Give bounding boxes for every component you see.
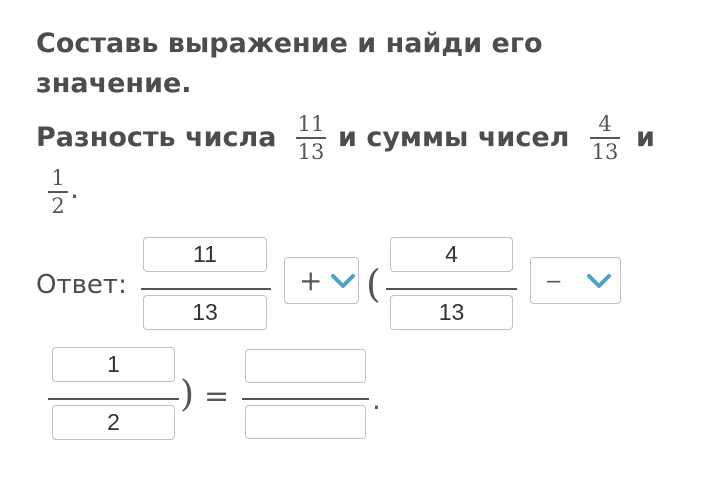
fraction-3-denominator-input[interactable]: 2 bbox=[52, 405, 175, 440]
fraction-2-denominator-input[interactable]: 13 bbox=[390, 295, 513, 330]
task-fraction-1-numerator: 11 bbox=[297, 112, 325, 136]
task-fraction-1-denominator: 13 bbox=[297, 140, 325, 164]
task-text-part2: и суммы чисел bbox=[338, 122, 570, 153]
answer-label: Ответ: bbox=[36, 270, 127, 300]
chevron-down-icon bbox=[331, 274, 355, 288]
result-denominator-input[interactable] bbox=[245, 405, 366, 439]
fraction-2-bar bbox=[386, 288, 517, 290]
task-text-part1: Разность числа bbox=[36, 122, 277, 153]
fraction-1-numerator-input[interactable]: 11 bbox=[143, 237, 267, 272]
task-fraction-2: 4 13 bbox=[590, 112, 620, 164]
task-fraction-1: 11 13 bbox=[296, 112, 326, 164]
task-fraction-3-denominator: 2 bbox=[51, 194, 65, 218]
close-parenthesis: ) bbox=[180, 374, 195, 415]
task-fraction-2-numerator: 4 bbox=[598, 112, 612, 136]
fraction-3-numerator-input[interactable]: 1 bbox=[52, 347, 175, 382]
operator-1-value: + bbox=[299, 264, 323, 297]
exercise-title: Составь выражение и найди его значение. bbox=[36, 28, 543, 99]
task-fraction-3-numerator: 1 bbox=[51, 166, 65, 190]
equals-sign: = bbox=[204, 379, 230, 414]
answer-end-period: . bbox=[372, 383, 381, 416]
result-numerator-input[interactable] bbox=[245, 349, 366, 383]
task-fraction-2-denominator: 13 bbox=[591, 140, 619, 164]
task-end-period: . bbox=[70, 172, 79, 205]
fraction-3-bar bbox=[48, 398, 179, 400]
open-parenthesis: ( bbox=[366, 262, 381, 306]
task-text-part3: и bbox=[636, 122, 655, 153]
chevron-down-icon bbox=[587, 274, 611, 288]
task-fraction-3: 1 2 bbox=[48, 166, 68, 218]
fraction-1-denominator-input[interactable]: 13 bbox=[143, 295, 267, 330]
fraction-2-numerator-input[interactable]: 4 bbox=[390, 237, 513, 272]
operator-1-dropdown[interactable]: + bbox=[284, 257, 359, 304]
result-fraction-bar bbox=[242, 398, 369, 400]
operator-2-value: – bbox=[547, 267, 561, 294]
fraction-1-bar bbox=[141, 288, 271, 290]
operator-2-dropdown[interactable]: – bbox=[530, 257, 621, 304]
